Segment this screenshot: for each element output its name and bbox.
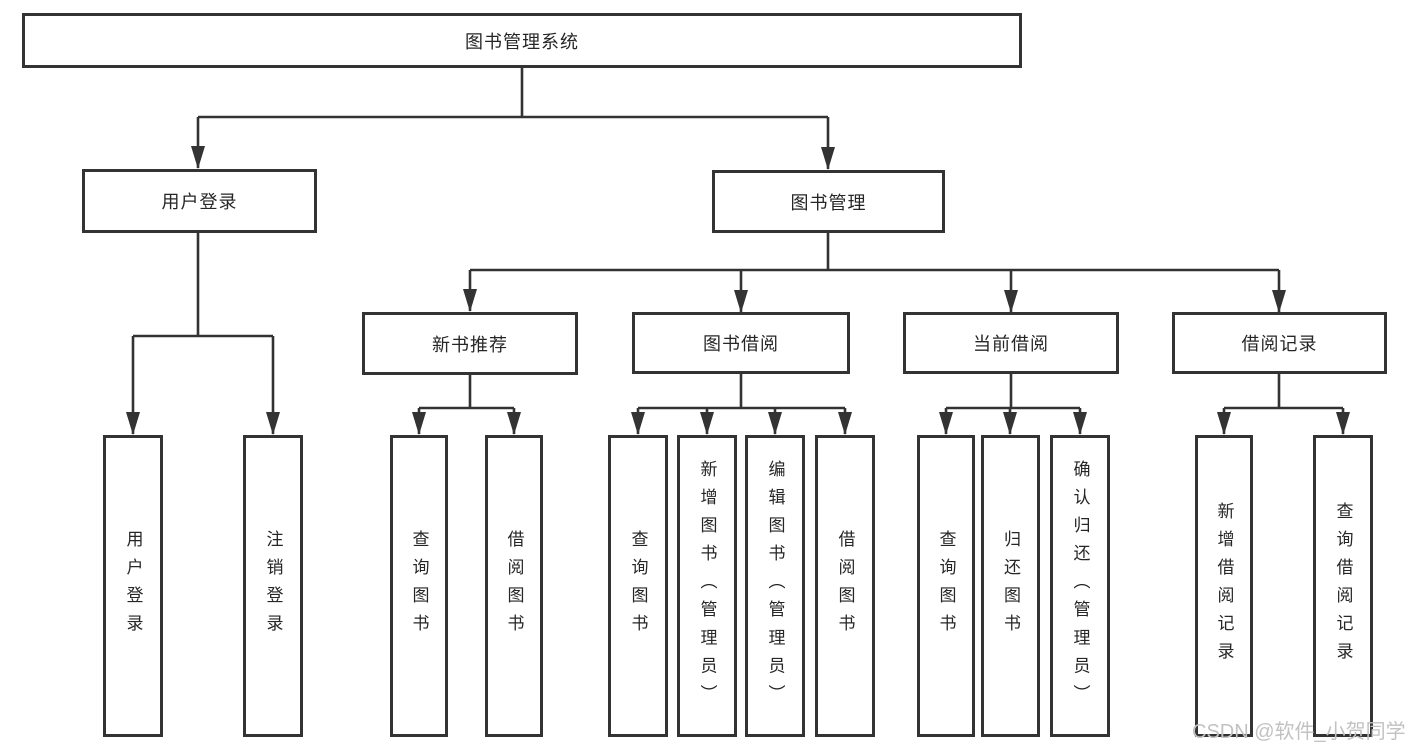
node-user-login-group-label: 用户登录 xyxy=(161,192,238,212)
node-leaf-query-books-3-label: 查询图书 xyxy=(936,529,956,643)
node-leaf-edit-books-admin: 编辑图书（管理员） xyxy=(745,435,805,737)
node-leaf-confirm-return-admin: 确认归还（管理员） xyxy=(1050,435,1110,737)
node-leaf-query-books-1: 查询图书 xyxy=(390,435,448,737)
connector-trunks xyxy=(133,68,1343,410)
node-book-management: 图书管理 xyxy=(712,170,945,233)
node-leaf-borrow-books-2-label: 借阅图书 xyxy=(835,529,855,643)
node-leaf-logout-label: 注销登录 xyxy=(263,529,283,643)
node-leaf-borrow-books-1-label: 借阅图书 xyxy=(504,529,524,643)
node-book-borrowing-label: 图书借阅 xyxy=(703,334,779,354)
node-book-borrowing: 图书借阅 xyxy=(632,312,850,374)
node-leaf-user-login: 用户登录 xyxy=(103,435,163,737)
node-leaf-query-books-2-label: 查询图书 xyxy=(628,529,648,643)
node-leaf-return-books: 归还图书 xyxy=(981,435,1040,737)
connector-arrows xyxy=(126,117,1350,435)
node-leaf-query-books-3: 查询图书 xyxy=(917,435,975,737)
node-leaf-confirm-return-admin-label: 确认归还（管理员） xyxy=(1070,459,1090,713)
node-leaf-add-books-admin-label: 新增图书（管理员） xyxy=(697,459,717,713)
node-current-borrowing: 当前借阅 xyxy=(903,312,1119,374)
node-library-management-system: 图书管理系统 xyxy=(22,13,1022,68)
watermark-text: CSDN @软件_小贺同学 xyxy=(1192,721,1405,743)
node-leaf-query-books-1-label: 查询图书 xyxy=(409,529,429,643)
node-leaf-add-borrow-record: 新增借阅记录 xyxy=(1195,435,1253,737)
node-library-management-system-label: 图书管理系统 xyxy=(465,31,579,52)
node-leaf-query-borrow-record-label: 查询借阅记录 xyxy=(1333,501,1353,671)
node-leaf-borrow-books-1: 借阅图书 xyxy=(485,435,543,737)
node-new-book-recommend: 新书推荐 xyxy=(362,312,578,375)
node-leaf-edit-books-admin-label: 编辑图书（管理员） xyxy=(765,459,785,713)
node-leaf-user-login-label: 用户登录 xyxy=(123,529,143,643)
node-leaf-logout: 注销登录 xyxy=(243,435,303,737)
node-leaf-return-books-label: 归还图书 xyxy=(1001,529,1020,643)
node-book-management-label: 图书管理 xyxy=(790,192,867,213)
node-leaf-add-books-admin: 新增图书（管理员） xyxy=(677,435,737,737)
node-current-borrowing-label: 当前借阅 xyxy=(973,334,1049,354)
node-borrowing-records: 借阅记录 xyxy=(1172,312,1387,374)
node-leaf-query-books-2: 查询图书 xyxy=(608,435,668,737)
node-new-book-recommend-label: 新书推荐 xyxy=(432,334,508,355)
node-user-login-group: 用户登录 xyxy=(82,169,317,233)
node-leaf-query-borrow-record: 查询借阅记录 xyxy=(1313,435,1373,737)
node-borrowing-records-label: 借阅记录 xyxy=(1241,334,1318,354)
node-leaf-add-borrow-record-label: 新增借阅记录 xyxy=(1214,501,1234,671)
node-leaf-borrow-books-2: 借阅图书 xyxy=(815,435,875,737)
